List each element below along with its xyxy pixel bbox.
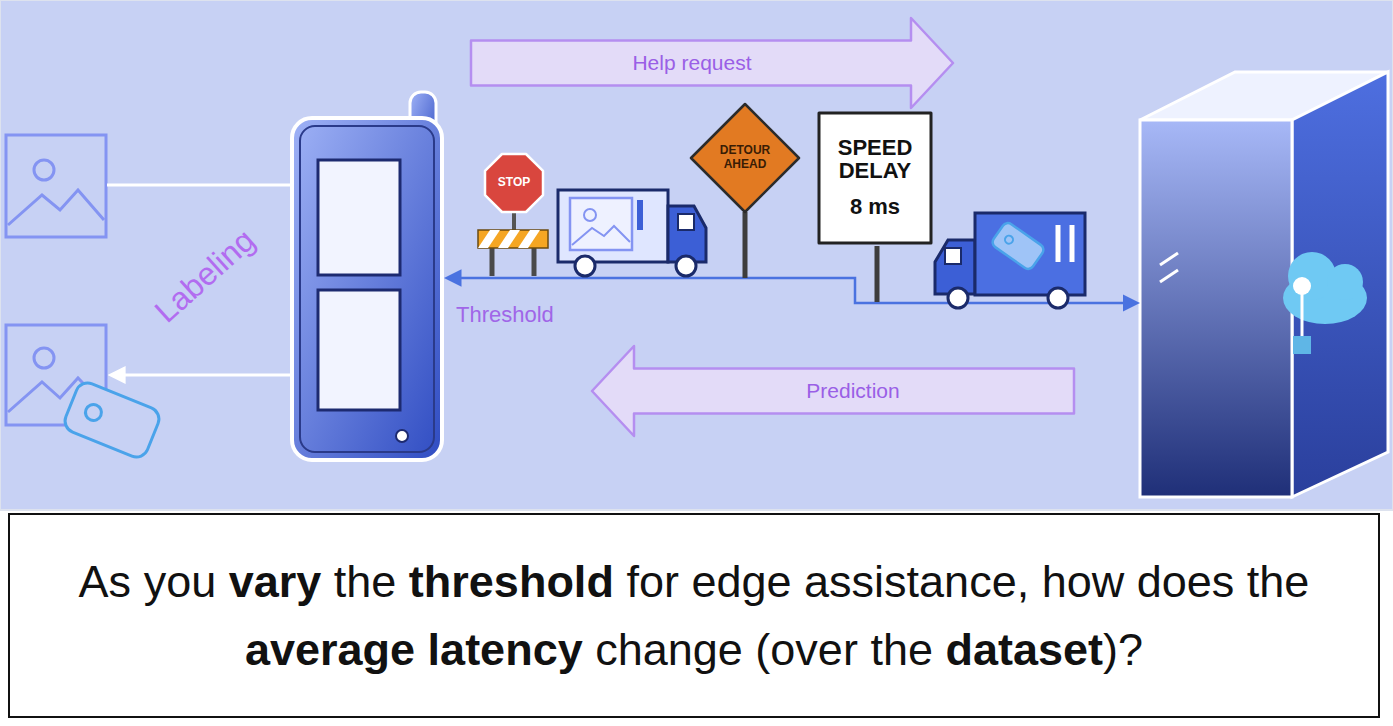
output-arrow	[122, 374, 292, 377]
node-text: DETOUR AHEAD	[715, 144, 775, 172]
caption-emphasis: average	[245, 624, 415, 675]
node-text: STOP	[498, 176, 530, 190]
caption-word: does	[1137, 556, 1247, 607]
detour-sign: DETOUR AHEAD	[691, 104, 799, 212]
node-content: Help request	[632, 51, 751, 75]
caption-word: assistance,	[804, 556, 1042, 607]
response-arrow: Prediction	[592, 346, 1074, 436]
caption-word: vary	[229, 556, 334, 607]
shape-outline	[485, 154, 543, 212]
node-text: Help request	[632, 51, 751, 75]
sign-pole	[875, 246, 880, 302]
caption-emphasis: vary	[229, 556, 322, 607]
image-icon	[6, 135, 106, 237]
caption-text: As you vary the threshold for edge assis…	[40, 548, 1348, 683]
caption-word: how	[1042, 556, 1137, 607]
caption-word: As	[79, 556, 144, 607]
caption-emphasis: latency	[428, 624, 583, 675]
shape-outline	[471, 18, 953, 108]
caption: As you vary the threshold for edge assis…	[8, 513, 1380, 718]
phone-device	[292, 92, 442, 460]
caption-emphasis: threshold	[409, 556, 614, 607]
shape-outline	[592, 346, 1074, 436]
request-arrow: Help request	[471, 18, 953, 108]
threshold-label: Threshold	[456, 302, 554, 328]
truck-tag	[935, 213, 1085, 308]
speed-sign: SPEED DELAY 8 ms	[819, 113, 931, 243]
caption-word: you	[144, 556, 229, 607]
background-panel	[0, 0, 1393, 510]
node-content: DETOUR AHEAD	[715, 144, 775, 172]
caption-word: (over	[755, 624, 870, 675]
caption-word: latency	[428, 624, 596, 675]
truck-image	[558, 190, 706, 276]
caption-word: for	[626, 556, 691, 607]
caption-word: change	[595, 624, 755, 675]
node-content: STOP	[498, 176, 530, 190]
tag-icon	[61, 379, 162, 460]
node-text: Prediction	[806, 379, 899, 403]
caption-word: average	[245, 624, 428, 675]
shape-outline	[819, 113, 931, 243]
node-text: 8 ms	[827, 194, 923, 219]
caption-word: the	[334, 556, 409, 607]
caption-word: the	[1247, 556, 1310, 607]
edge-server	[1140, 72, 1388, 497]
node-content: Prediction	[806, 379, 899, 403]
node-content: SPEED DELAY 8 ms	[827, 136, 923, 219]
stop-sign: STOP	[485, 154, 543, 212]
caption-emphasis: dataset	[945, 624, 1103, 675]
node-text: SPEED DELAY	[827, 136, 923, 182]
caption-word: edge	[691, 556, 804, 607]
barricade	[478, 230, 548, 276]
sign-pole	[512, 210, 516, 232]
shape-outline	[691, 104, 799, 212]
caption-word: threshold	[409, 556, 627, 607]
sign-pole	[743, 212, 748, 278]
cloud-icon	[1283, 252, 1367, 354]
caption-word: the	[870, 624, 945, 675]
input-line	[107, 184, 292, 187]
caption-word: dataset)?	[945, 624, 1143, 675]
